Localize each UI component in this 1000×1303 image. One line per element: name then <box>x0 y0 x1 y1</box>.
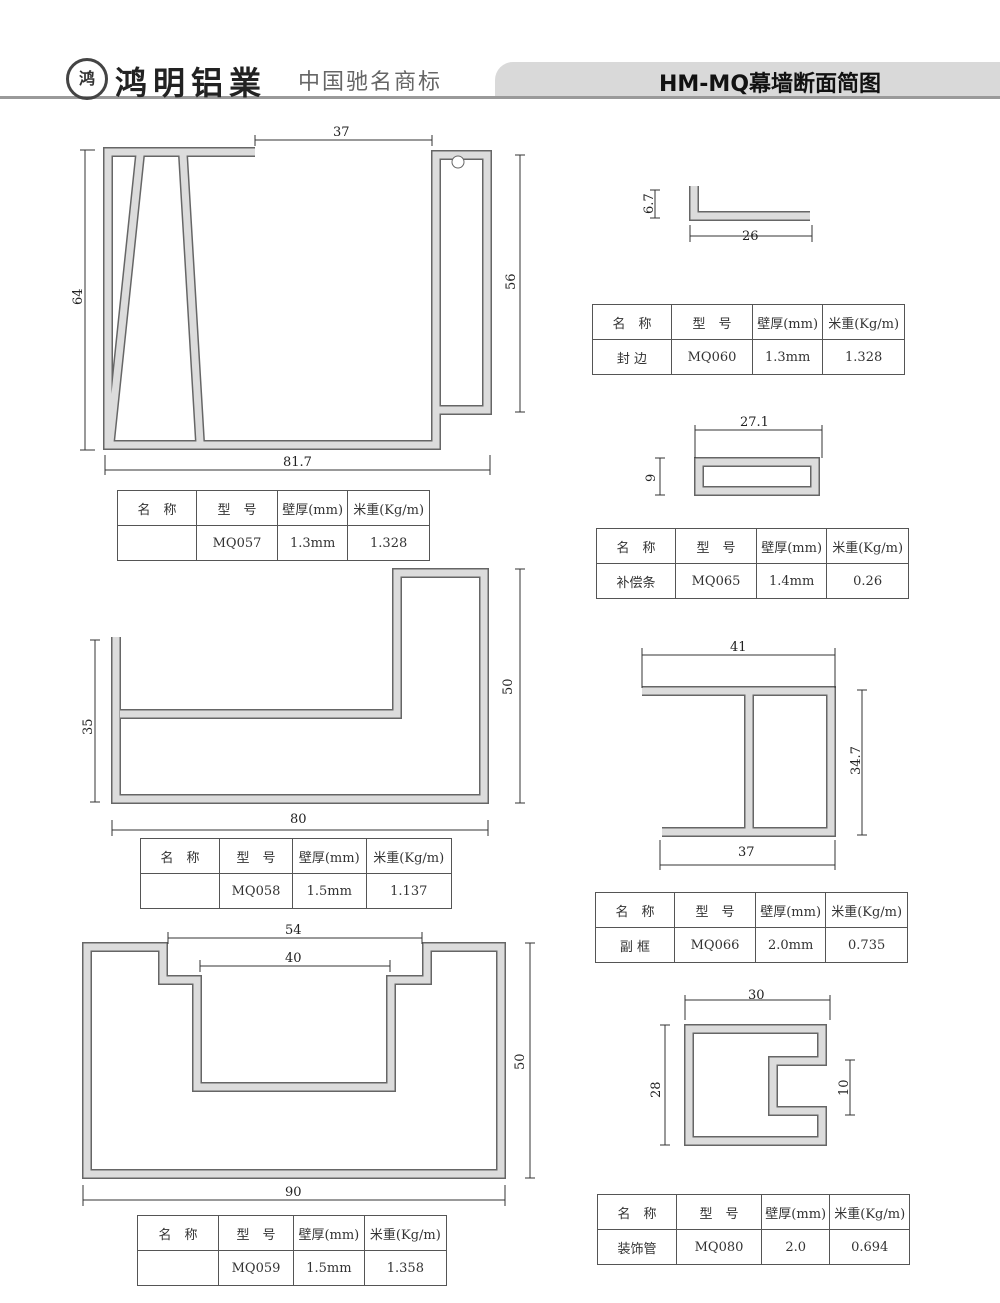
dim-slot: 10 <box>837 1079 852 1096</box>
cell-name: 封 边 <box>592 339 672 375</box>
cell-model: MQ058 <box>219 873 293 909</box>
header-weight: 米重(Kg/m) <box>826 528 909 564</box>
profile-mq058: 35 50 80 <box>81 568 525 836</box>
header-tab <box>495 62 1000 97</box>
dim-height: 50 <box>513 1053 528 1070</box>
dim-height: 34.7 <box>849 746 864 775</box>
cell-name <box>137 1250 219 1286</box>
header-weight: 米重(Kg/m) <box>822 304 905 340</box>
brand-name: 鸿明铝業 <box>115 64 268 102</box>
cell-thickness: 2.0 <box>760 1229 831 1265</box>
dim-inner-opening: 40 <box>285 951 302 966</box>
dim-height: 6.7 <box>642 193 657 214</box>
header-thickness: 壁厚(mm) <box>293 1215 365 1251</box>
cell-model: MQ065 <box>675 563 757 599</box>
cell-name: 装饰管 <box>597 1229 677 1265</box>
header-model: 型 号 <box>676 1194 762 1230</box>
cell-weight: 1.328 <box>822 339 905 375</box>
header-model: 型 号 <box>218 1215 294 1251</box>
dim-width: 30 <box>748 988 765 1003</box>
cell-thickness: 1.5mm <box>292 873 367 909</box>
dim-width-top: 37 <box>333 125 350 140</box>
header-name: 名 称 <box>137 1215 219 1251</box>
dim-top-width: 41 <box>730 640 747 655</box>
dim-height: 28 <box>649 1081 664 1098</box>
header-weight: 米重(Kg/m) <box>363 1215 448 1251</box>
profile-mq057: 37 64 56 81.7 <box>71 125 525 475</box>
dim-width: 27.1 <box>740 415 769 430</box>
cell-thickness: 2.0mm <box>754 927 827 963</box>
profile-mq066: 41 34.7 37 <box>641 640 867 870</box>
page-title: HM-MQ幕墙断面简图 <box>658 72 882 97</box>
dim-height-right: 56 <box>504 273 519 290</box>
header-model: 型 号 <box>219 838 293 874</box>
brand-logo: 鸿 <box>66 58 108 100</box>
cell-weight: 0.694 <box>829 1229 910 1265</box>
header-name: 名 称 <box>140 838 220 874</box>
cell-name: 补偿条 <box>596 563 676 599</box>
header-thickness: 壁厚(mm) <box>760 1194 831 1230</box>
cell-model: MQ066 <box>674 927 756 963</box>
header-name: 名 称 <box>597 1194 677 1230</box>
header-weight: 米重(Kg/m) <box>829 1194 910 1230</box>
cell-weight: 0.735 <box>825 927 908 963</box>
cell-model: MQ060 <box>671 339 753 375</box>
cell-weight: 0.26 <box>826 563 909 599</box>
cell-thickness: 1.3mm <box>276 525 349 561</box>
cell-weight: 1.328 <box>347 525 430 561</box>
dim-height: 64 <box>71 288 86 305</box>
profile-mq059: 54 40 50 90 <box>82 923 535 1206</box>
dim-width: 81.7 <box>283 455 312 470</box>
header-model: 型 号 <box>671 304 753 340</box>
dim-height: 9 <box>644 474 659 482</box>
header-weight: 米重(Kg/m) <box>347 490 430 526</box>
header-name: 名 称 <box>596 528 676 564</box>
profile-mq060: 6.7 26 <box>642 186 813 244</box>
dim-height-left: 35 <box>81 718 96 735</box>
profile-mq065: 27.1 9 <box>644 415 823 496</box>
cell-thickness: 1.5mm <box>293 1250 365 1286</box>
header-weight: 米重(Kg/m) <box>825 892 908 928</box>
header-weight: 米重(Kg/m) <box>365 838 452 874</box>
header-model: 型 号 <box>674 892 756 928</box>
cell-thickness: 1.3mm <box>751 339 824 375</box>
brand-slogan: 中国驰名商标 <box>298 70 443 95</box>
header-thickness: 壁厚(mm) <box>755 528 828 564</box>
profile-mq080: 30 28 10 <box>649 988 855 1146</box>
cell-model: MQ057 <box>196 525 278 561</box>
header-thickness: 壁厚(mm) <box>754 892 827 928</box>
header-name: 名 称 <box>592 304 672 340</box>
cell-model: MQ059 <box>218 1250 294 1286</box>
header-thickness: 壁厚(mm) <box>751 304 824 340</box>
dim-width: 26 <box>742 229 759 244</box>
dim-outer-opening: 54 <box>285 923 302 938</box>
cell-name <box>140 873 220 909</box>
header-thickness: 壁厚(mm) <box>276 490 349 526</box>
cell-weight: 1.358 <box>363 1250 448 1286</box>
header-name: 名 称 <box>595 892 675 928</box>
dim-width: 80 <box>290 812 307 827</box>
dim-width: 90 <box>285 1185 302 1200</box>
header-name: 名 称 <box>117 490 197 526</box>
cell-weight: 1.137 <box>365 873 452 909</box>
dim-bottom-width: 37 <box>738 845 755 860</box>
header-model: 型 号 <box>675 528 757 564</box>
header-thickness: 壁厚(mm) <box>292 838 367 874</box>
dim-height: 50 <box>501 678 516 695</box>
header-divider <box>0 96 1000 99</box>
cell-name: 副 框 <box>595 927 675 963</box>
header-model: 型 号 <box>196 490 278 526</box>
cell-thickness: 1.4mm <box>755 563 828 599</box>
cell-model: MQ080 <box>676 1229 762 1265</box>
cell-name <box>117 525 197 561</box>
